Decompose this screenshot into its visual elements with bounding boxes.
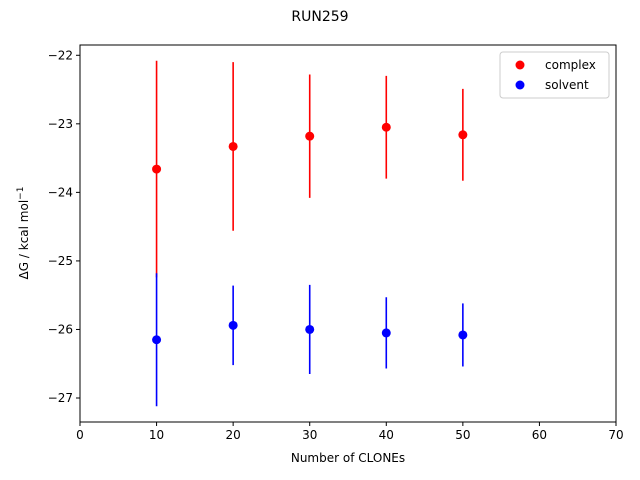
data-point <box>305 131 315 141</box>
legend-box <box>499 51 610 99</box>
legend-label: complex <box>545 58 596 72</box>
plot-area <box>152 60 468 407</box>
data-point <box>152 164 162 174</box>
y-axis-label-superscript: −1 <box>16 187 26 200</box>
x-tick-label: 70 <box>608 428 623 442</box>
data-point <box>152 335 162 345</box>
series-solvent <box>152 273 468 407</box>
x-tick-label: 10 <box>149 428 164 442</box>
legend-marker <box>515 60 525 70</box>
x-tick-label: 30 <box>302 428 317 442</box>
x-tick-label: 0 <box>76 428 84 442</box>
x-tick-label: 40 <box>379 428 394 442</box>
x-tick-label: 50 <box>455 428 470 442</box>
x-tick-label: 20 <box>226 428 241 442</box>
chart-title: RUN259 <box>291 9 348 25</box>
data-point <box>381 122 391 132</box>
y-tick-label: −24 <box>48 185 73 199</box>
legend-marker <box>515 80 525 90</box>
data-point <box>458 330 468 340</box>
y-axis-label-main: ΔG / kcal mol <box>17 200 31 280</box>
legend: complex solvent <box>499 51 610 99</box>
x-axis-label: Number of CLONEs <box>291 451 405 465</box>
x-tick-label: 60 <box>532 428 547 442</box>
data-point <box>228 320 238 330</box>
data-point <box>381 328 391 338</box>
axes-frame <box>79 44 617 423</box>
series-complex <box>152 60 468 278</box>
data-point <box>458 130 468 140</box>
legend-label: solvent <box>545 78 589 92</box>
y-axis-label: ΔG / kcal mol−1 <box>16 187 31 280</box>
data-point <box>305 324 315 334</box>
y-tick-label: −25 <box>48 254 73 268</box>
x-axis: 0 10 20 30 40 50 60 70 <box>76 422 624 442</box>
data-point <box>228 141 238 151</box>
y-tick-label: −27 <box>48 391 73 405</box>
y-axis: −27 −26 −25 −24 −23 −22 <box>48 48 80 405</box>
y-tick-label: −23 <box>48 117 73 131</box>
y-tick-label: −26 <box>48 322 73 336</box>
y-tick-label: −22 <box>48 48 73 62</box>
